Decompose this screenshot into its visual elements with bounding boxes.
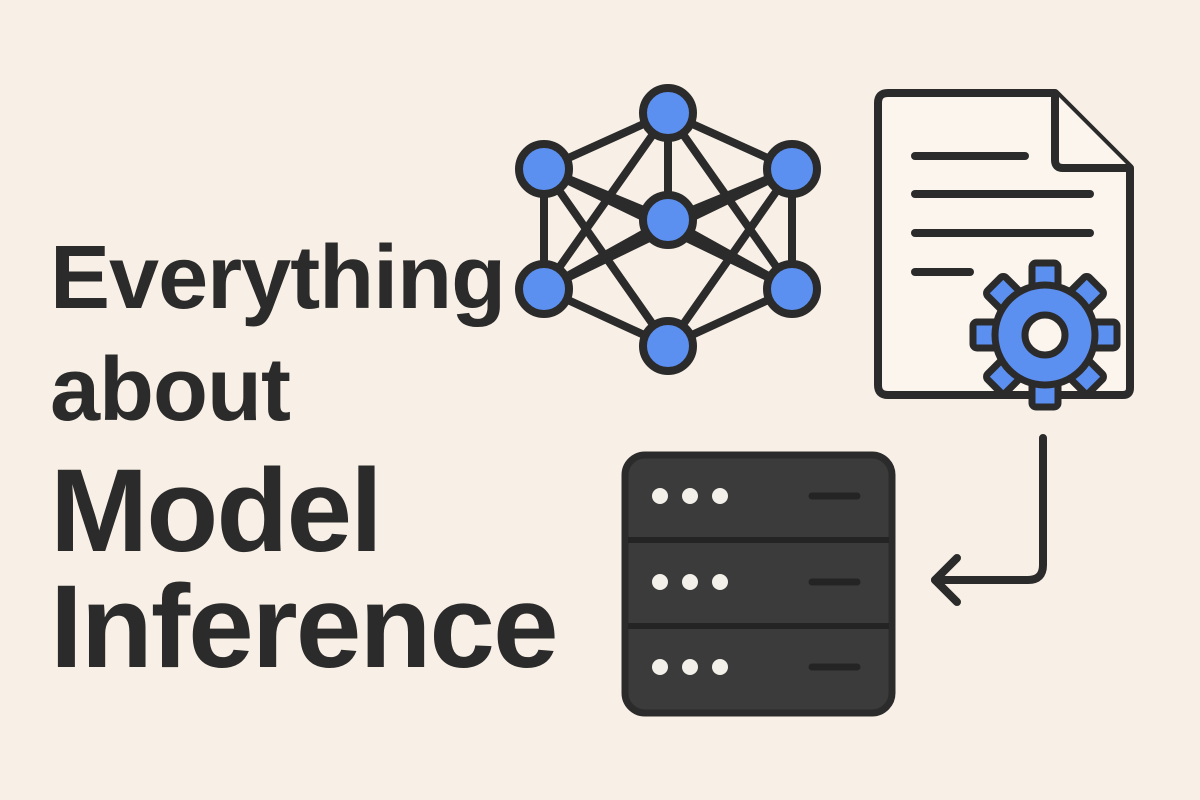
network-node-center (639, 191, 697, 249)
server-unit-2 (652, 574, 861, 590)
return-arrow-icon (931, 434, 1047, 606)
network-node-upper-right (763, 140, 821, 198)
document-text-lines (911, 152, 1094, 276)
neural-network-icon (515, 84, 821, 375)
gear-hole (1021, 311, 1069, 359)
network-node-lower-right (763, 260, 821, 318)
network-node-upper-left (515, 140, 573, 198)
network-node-top (639, 84, 697, 142)
document-folded-corner (1051, 93, 1130, 172)
server-unit-3 (652, 659, 861, 675)
gear-icon (969, 259, 1121, 411)
server-unit-1 (652, 488, 861, 504)
network-node-lower-left (515, 260, 573, 318)
network-nodes (515, 84, 821, 375)
server-rack-body (621, 451, 896, 717)
return-arrow-path (931, 434, 1047, 584)
return-arrow-head (931, 554, 961, 606)
network-node-bottom (639, 317, 697, 375)
server-rack-dividers (628, 537, 889, 629)
server-rack-icon (621, 451, 896, 717)
